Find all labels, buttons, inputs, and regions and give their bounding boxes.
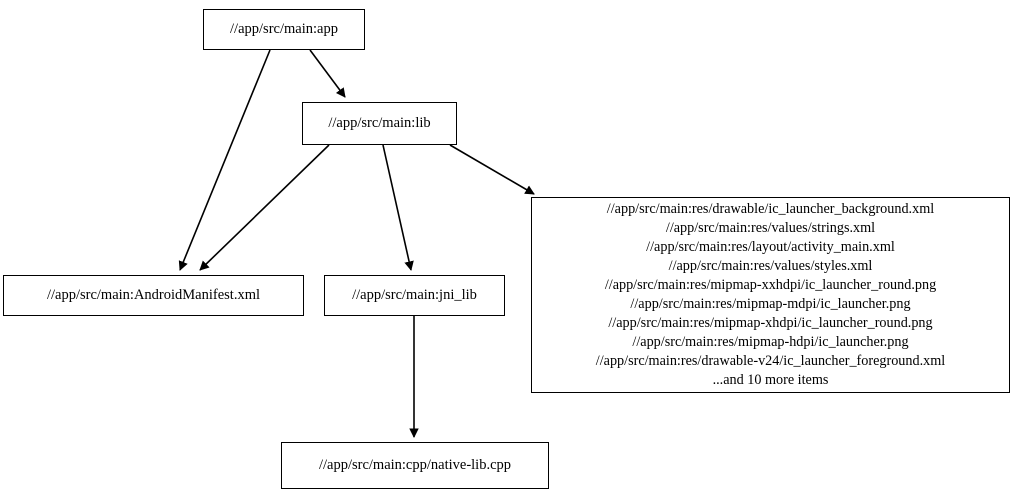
node-lib[interactable]: //app/src/main:lib [302, 102, 457, 145]
res-line: //app/src/main:res/values/strings.xml [665, 220, 876, 236]
node-jnilib[interactable]: //app/src/main:jni_lib [324, 275, 505, 316]
res-line: //app/src/main:res/drawable-v24/ic_launc… [595, 353, 946, 369]
edge-app-to-lib [309, 49, 346, 98]
res-line: //app/src/main:res/mipmap-mdpi/ic_launch… [630, 296, 911, 312]
res-line-more-items: ...and 10 more items [712, 372, 829, 388]
res-line: //app/src/main:res/mipmap-xxhdpi/ic_laun… [604, 277, 937, 293]
node-res-bundle-label: //app/src/main:res/drawable/ic_launcher_… [592, 200, 949, 390]
edge-lib-to-res [449, 144, 535, 195]
node-jnilib-label: //app/src/main:jni_lib [352, 287, 477, 304]
edge-lib-to-jnilib [382, 144, 414, 271]
node-androidmanifest-label: //app/src/main:AndroidManifest.xml [46, 287, 261, 304]
node-native-lib-cpp[interactable]: //app/src/main:cpp/native-lib.cpp [281, 442, 549, 489]
edge-lib-to-androidmanifest [199, 144, 330, 271]
res-line: //app/src/main:res/mipmap-xhdpi/ic_launc… [608, 315, 933, 331]
edge-app-to-androidmanifest [178, 49, 271, 271]
node-native-lib-cpp-label: //app/src/main:cpp/native-lib.cpp [318, 457, 512, 474]
res-line: //app/src/main:res/values/styles.xml [668, 258, 873, 274]
node-app-label: //app/src/main:app [230, 21, 338, 38]
node-lib-label: //app/src/main:lib [328, 115, 431, 132]
res-line: //app/src/main:res/mipmap-hdpi/ic_launch… [632, 334, 909, 350]
node-res-bundle[interactable]: //app/src/main:res/drawable/ic_launcher_… [531, 197, 1010, 393]
res-line: //app/src/main:res/layout/activity_main.… [646, 239, 895, 255]
node-app[interactable]: //app/src/main:app [203, 9, 365, 50]
node-androidmanifest[interactable]: //app/src/main:AndroidManifest.xml [3, 275, 304, 316]
res-line: //app/src/main:res/drawable/ic_launcher_… [606, 201, 935, 217]
